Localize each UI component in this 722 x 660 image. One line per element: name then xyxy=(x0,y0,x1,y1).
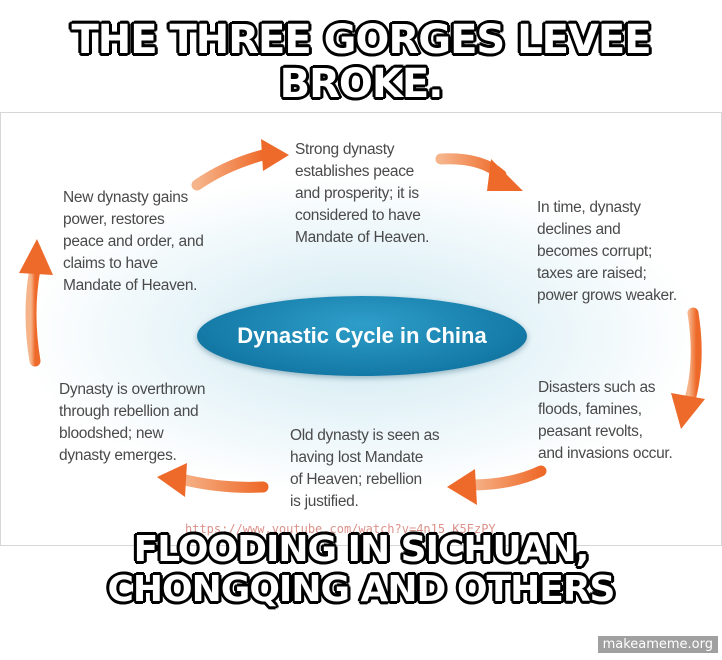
node-new-dynasty: New dynasty gains power, restores peace … xyxy=(63,189,204,294)
watermark: makeameme.org xyxy=(597,636,718,653)
bottom-caption-line-1: FLOODING IN SICHUAN, xyxy=(133,529,590,570)
node-strong-dynasty: Strong dynasty establishes peace and pro… xyxy=(295,141,430,246)
arrow-bottom-right xyxy=(465,465,547,491)
node-disasters: Disasters such as floods, famines, peasa… xyxy=(538,379,673,462)
bottom-caption-line-2: CHONGQING AND OTHERS xyxy=(107,568,616,610)
dynastic-cycle-diagram: Dynastic Cycle in China Strong dynasty e… xyxy=(0,112,722,546)
arrow-top-right-head xyxy=(487,159,523,191)
arrow-right xyxy=(683,307,702,409)
top-caption: THE THREE GORGES LEVEE BROKE. xyxy=(71,17,651,107)
cycle-arrows xyxy=(19,139,705,505)
arrow-right-head xyxy=(671,393,705,429)
arrow-top-left xyxy=(191,149,269,191)
arrow-left-head xyxy=(19,239,53,275)
arrow-top-left-head xyxy=(261,139,289,171)
bottom-caption: FLOODING IN SICHUAN, CHONGQING AND OTHER… xyxy=(0,530,722,609)
arrow-bottom-right-head xyxy=(447,469,477,505)
node-overthrown: Dynasty is overthrown through rebellion … xyxy=(59,381,206,464)
arrow-bottom-left xyxy=(175,473,269,493)
arrow-bottom-left-head xyxy=(157,463,187,497)
node-dynasty-declines: In time, dynasty declines and becomes co… xyxy=(537,199,677,304)
node-lost-mandate: Old dynasty is seen as having lost Manda… xyxy=(290,427,440,510)
arrow-left xyxy=(25,263,41,367)
center-title: Dynastic Cycle in China xyxy=(197,296,527,376)
source-url: https://www.youtube.com/watch?v=4n15_K5E… xyxy=(185,522,496,536)
